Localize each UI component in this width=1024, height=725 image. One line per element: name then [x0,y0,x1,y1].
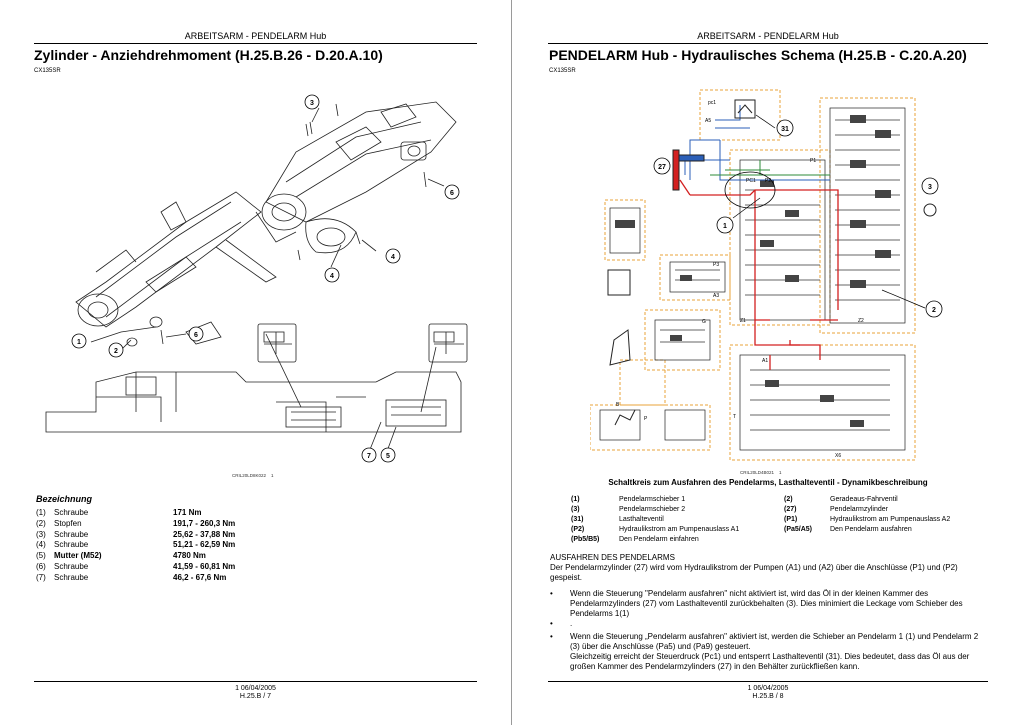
hydraulic-schematic: pc1 A5 PC1 P1 P2 P3 A3 G A1 B P T X6 Z1 … [590,89,943,461]
callout-2: 2 [114,348,118,355]
schematic-caption: Schaltkreis zum Ausfahren des Pendelarms… [608,478,928,487]
table-row: (1)Pendelarmschieber 1(2)Geradeaus-Fahrv… [571,495,898,503]
left-page-footer: 1 06/04/2005 H.25.B / 7 [235,685,276,700]
label-z2: Z2 [858,318,864,324]
label-a5: A5 [705,118,711,124]
left-page: ARBEITSARM - PENDELARM Hub Zylinder - An… [0,0,511,725]
label-p2: P2 [765,178,771,184]
bullet-paragraph-1: Wenn die Steuerung "Pendelarm ausfahren"… [570,589,963,618]
label-p3: P3 [713,262,719,268]
label-g: G [702,319,706,325]
label-t: T [733,414,736,420]
right-figure-code: CRIL20LD4B021 1 [740,470,782,475]
bullet-marker: • [550,589,553,598]
table-row: (Pb5/B5)Den Pendelarm einfahren [571,536,699,544]
label-pc1-upper: PC1 [746,178,756,184]
label-pc1: pc1 [708,100,716,106]
callout-6a: 6 [450,190,454,197]
callout-3: 3 [310,100,314,107]
label-p1: P1 [810,158,816,164]
page-divider [511,0,512,725]
right-page-title: PENDELARM Hub - Hydraulisches Schema (H.… [549,47,967,63]
right-page-footer: 1 06/04/2005 H.25.B / 8 [747,685,789,700]
right-page-header: ARBEITSARM - PENDELARM Hub [697,31,839,41]
table-row: (31)Lasthalteventil(P1)Hydraulikstrom am… [571,515,951,523]
label-p: P [644,416,648,422]
table-row: (3)Pendelarmschieber 2(27)Pendelarmzylin… [571,505,888,513]
callout-27: 27 [658,164,666,171]
table-row: (P2)Hydraulikstrom am Pumpenauslass A1(P… [571,526,912,534]
bullet-empty: . [570,619,573,628]
label-b: B [616,402,620,408]
callout-4a: 4 [391,254,395,261]
label-a1: A1 [762,358,768,364]
callout-1: 1 [77,339,81,346]
callout-3-right: 3 [928,184,932,191]
callout-1-right: 1 [723,223,727,230]
table-row: (5)Mutter (M52)4780 Nm [36,551,206,561]
left-page-title: Zylinder - Anziehdrehmoment (H.25.B.26 -… [34,47,383,63]
left-page-header: ARBEITSARM - PENDELARM Hub [184,31,327,41]
callout-4b: 4 [330,273,334,280]
callout-5: 5 [386,453,390,460]
label-x6: X6 [835,453,841,459]
right-model-label: CX135SR [549,68,576,74]
left-figure-code: CRIL20LD8K022 1 [232,473,274,478]
left-model-label: CX135SR [34,68,61,74]
callout-7: 7 [367,453,371,460]
label-z1: Z1 [740,318,746,324]
bullet-marker: • [550,632,553,641]
designation-heading: Bezeichnung [36,494,93,504]
right-page: ARBEITSARM - PENDELARM Hub PENDELARM Hub… [512,0,1024,725]
callout-6b: 6 [194,332,198,339]
callout-31: 31 [781,126,789,133]
callout-2-right: 2 [932,307,936,314]
cylinder-exploded-drawing: 3 6 4 4 1 2 6 7 5 [45,94,468,463]
bullet-paragraph-2: Wenn die Steuerung „Pendelarm ausfahren"… [570,632,979,651]
left-footer-rule [34,681,477,682]
intro-paragraph: Der Pendelarmzylinder (27) wird vom Hydr… [550,563,958,582]
left-header-rule [34,43,477,44]
label-a3: A3 [713,293,719,299]
legend-table: (1)Pendelarmschieber 1(2)Geradeaus-Fahrv… [571,494,950,545]
right-footer-rule [548,681,988,682]
section-heading: AUSFAHREN DES PENDELARMS [550,553,675,562]
bullet-marker: • [550,619,553,628]
bullet-paragraph-2-cont: Gleichzeitig erreicht der Steuerdruck (P… [570,652,970,671]
right-header-rule [548,43,988,44]
